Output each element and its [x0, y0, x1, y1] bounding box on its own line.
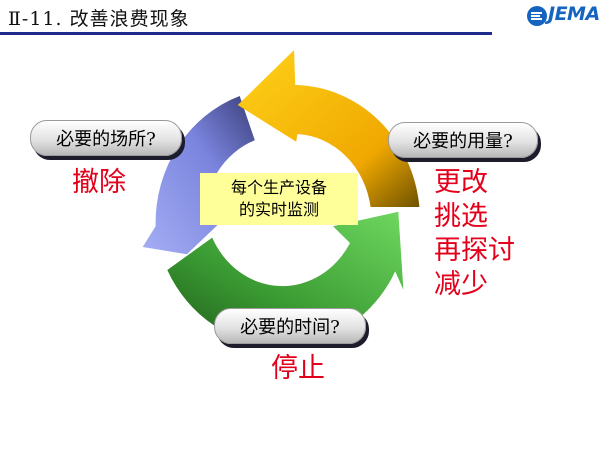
action-change: 更改 — [434, 167, 488, 198]
jema-logo-icon — [527, 6, 547, 26]
action-reconsider: 再探讨 — [434, 235, 515, 266]
action-right-list: 更改 挑选 再探讨 减少 — [434, 166, 515, 302]
action-stop: 停止 — [271, 353, 325, 384]
center-label-line-1: 每个生产设备 — [230, 178, 327, 197]
action-remove: 撤除 — [72, 167, 126, 198]
logo-text: JEMA — [548, 3, 600, 25]
title-underline — [0, 32, 492, 35]
action-select: 挑选 — [434, 201, 488, 232]
action-reduce: 减少 — [434, 269, 488, 300]
action-left: 撤除 — [72, 166, 126, 200]
center-label-line-2: 的实时监测 — [238, 200, 319, 219]
question-quantity-pill: 必要的用量? — [388, 122, 538, 158]
question-place-pill: 必要的场所? — [30, 120, 182, 156]
center-label-box: 每个生产设备 的实时监测 — [200, 173, 358, 225]
action-bottom: 停止 — [271, 352, 325, 386]
yellow-cycle-arrow — [237, 50, 420, 207]
page-title: Ⅱ-11. 改善浪费现象 — [8, 8, 190, 30]
question-time-pill: 必要的时间? — [214, 308, 366, 344]
